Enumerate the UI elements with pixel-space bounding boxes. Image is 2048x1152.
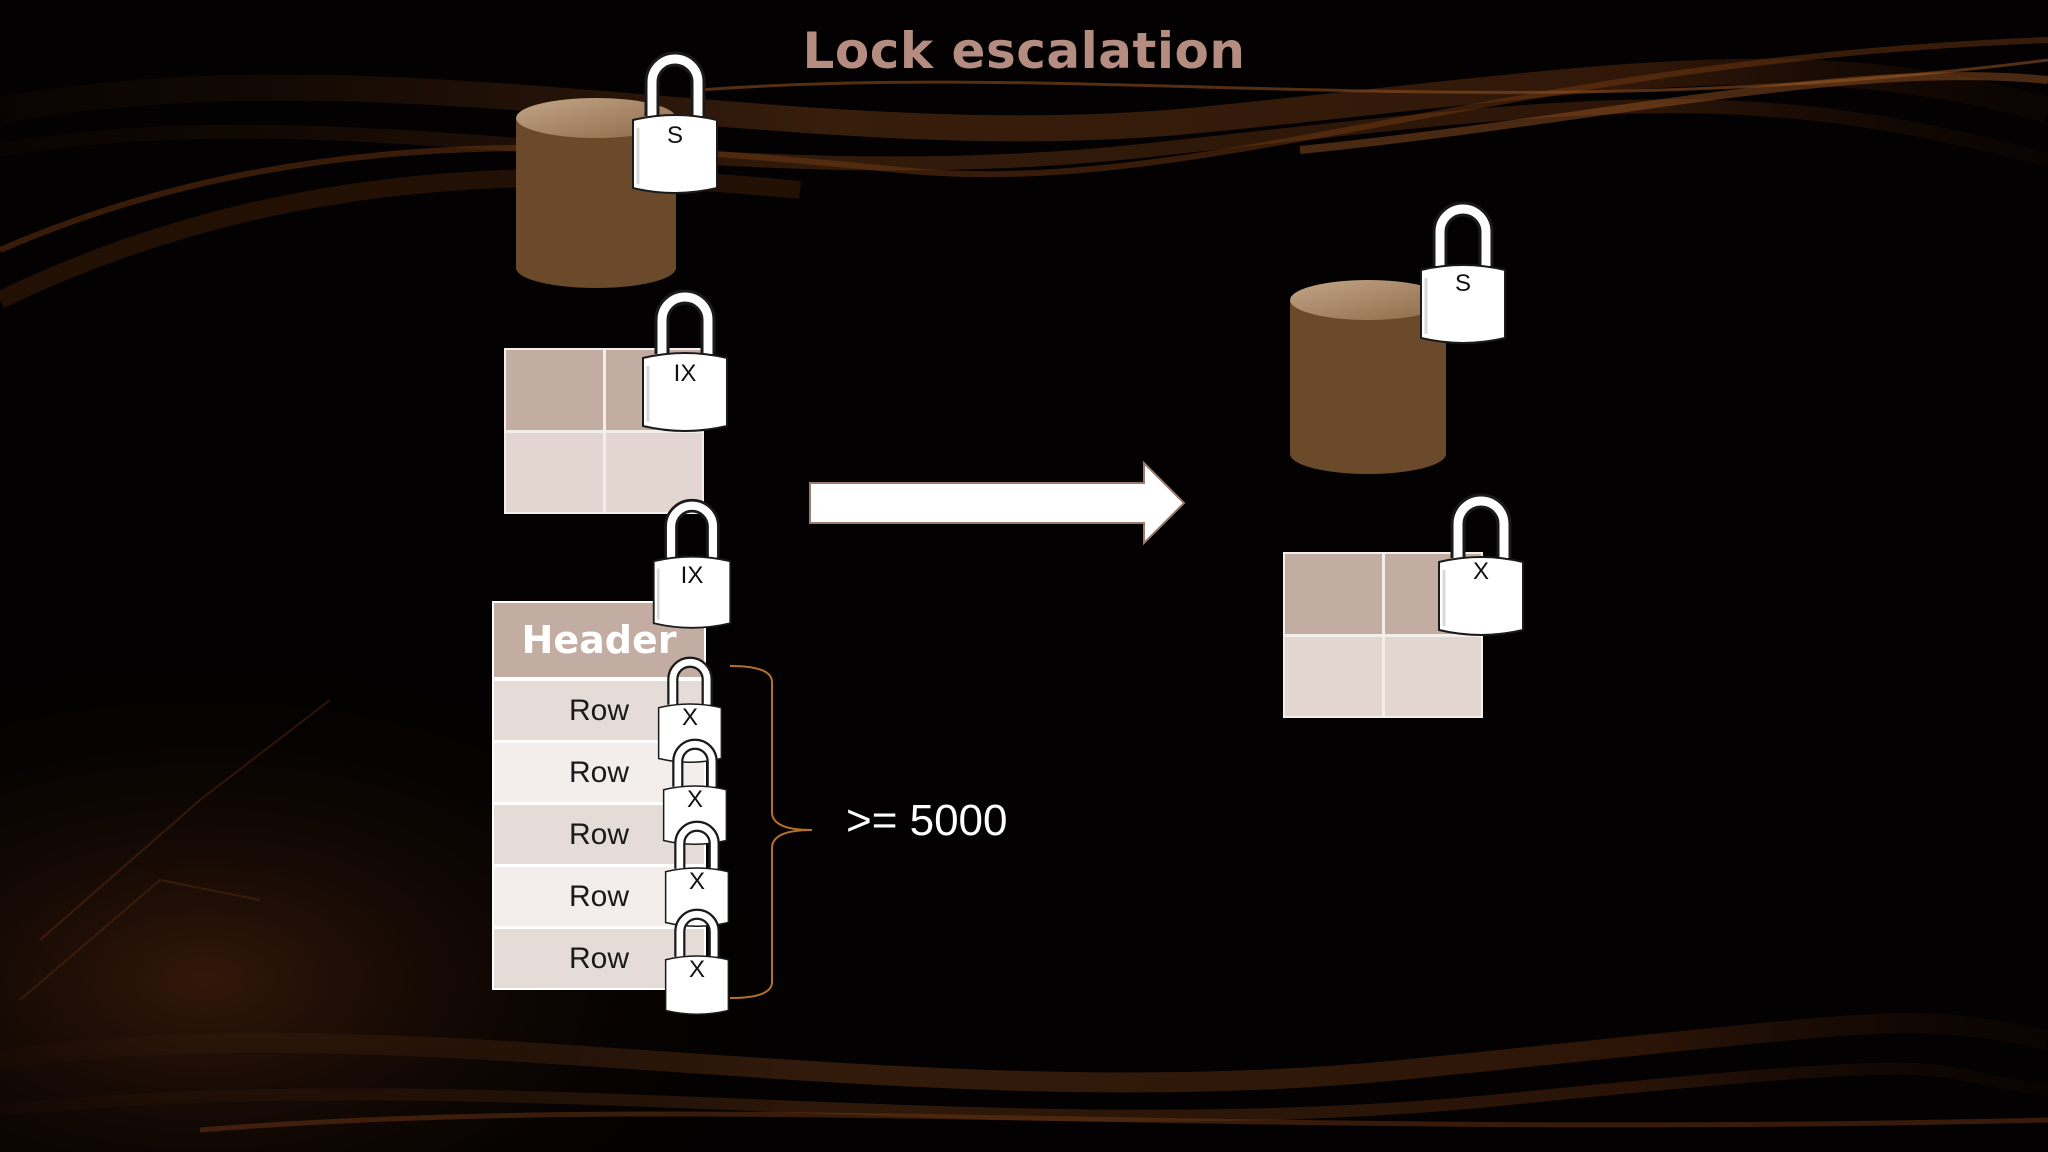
lock-icon-row-4: X [663, 906, 753, 1056]
padlock-icon [652, 498, 732, 629]
page-cell [506, 350, 603, 430]
lock-label: X [1472, 558, 1489, 585]
slide-title: Lock escalation [802, 22, 1246, 80]
lock-icon-row-3: X [663, 818, 753, 968]
table-header: Header [494, 603, 704, 681]
lock-icon-page-right: X [1436, 490, 1526, 640]
lock-label: X [688, 956, 705, 983]
lock-icon-database-right: S [1418, 198, 1508, 348]
page-cell [506, 432, 603, 512]
page-cell [605, 432, 702, 512]
lock-label: IX [673, 360, 697, 387]
lock-label: IX [680, 562, 704, 589]
lock-label: X [686, 786, 703, 813]
escalation-arrow-icon [809, 460, 1186, 546]
page-cell [1285, 636, 1382, 716]
table-rows: Header Row Row Row Row Row [492, 601, 706, 990]
database-cylinder-right [1290, 280, 1446, 474]
lock-icon-page-left: IX [640, 286, 730, 436]
rows-brace [729, 665, 813, 999]
padlock-icon [632, 51, 718, 194]
padlock-icon [642, 289, 728, 432]
padlock-icon [664, 908, 730, 1016]
lock-label: X [688, 868, 705, 895]
padlock-icon [1438, 493, 1524, 636]
lock-icon-database-left: S [630, 48, 720, 198]
page-cell [1384, 636, 1481, 716]
padlock-icon [664, 820, 730, 928]
lock-label: S [1454, 270, 1471, 297]
page-cell [1285, 554, 1382, 634]
padlock-icon [1420, 201, 1506, 344]
lock-icon-table-left: IX [651, 494, 741, 644]
lock-label: X [681, 704, 698, 731]
lock-label: S [666, 122, 683, 149]
escalation-threshold: >= 5000 [846, 796, 1008, 845]
